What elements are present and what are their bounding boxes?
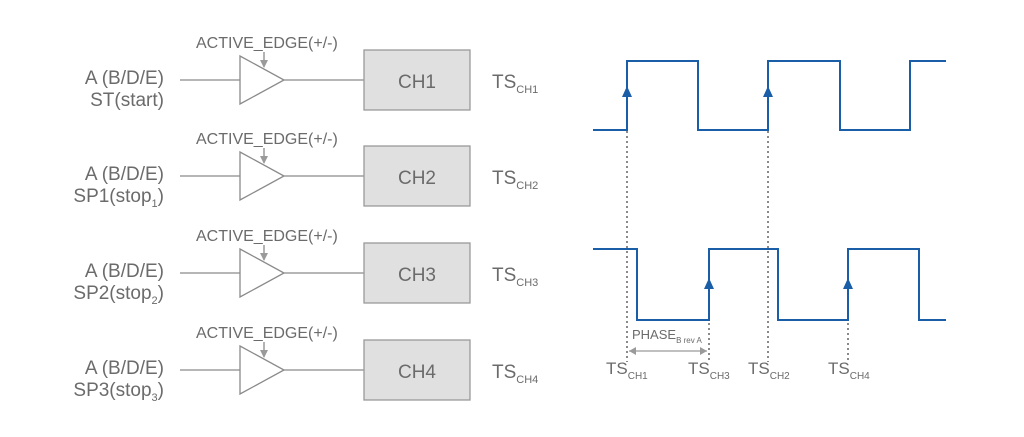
channel-block — [363, 49, 471, 111]
buffer-triangle-icon — [239, 247, 286, 299]
channel-block — [363, 242, 471, 304]
buffer-triangle-icon — [239, 344, 286, 396]
channel-2: A (B/D/E) SP1(stop1) ACTIVE_EDGE(+/-) CH… — [73, 131, 538, 210]
timing-waveforms: PHASEB rev A TSCH1 TSCH3 TSCH2 TSCH4 — [593, 60, 946, 382]
buffer-triangle-icon — [239, 54, 286, 106]
channel-block-label: CH2 — [398, 168, 436, 189]
channel-source-label: A (B/D/E) — [85, 68, 164, 89]
phase-label: PHASEB rev A — [632, 327, 703, 345]
channel-source-label: A (B/D/E) — [85, 261, 164, 282]
channel-block-label: CH4 — [398, 362, 436, 383]
timestamp-label: TSCH2 — [492, 168, 538, 192]
edge-arrow-icon — [763, 86, 773, 97]
channel-signal-label: SP2(stop2) — [73, 283, 164, 307]
edge-arrow-icon — [704, 278, 714, 289]
channel-source-label: A (B/D/E) — [85, 358, 164, 379]
phase-arrow-left-icon — [629, 347, 636, 355]
channel-3: A (B/D/E) SP2(stop2) ACTIVE_EDGE(+/-) CH… — [73, 228, 538, 307]
edge-arrow-icon — [622, 86, 632, 97]
waveform-b — [593, 248, 946, 321]
channel-1: A (B/D/E) ST(start) ACTIVE_EDGE(+/-) CH1… — [85, 35, 538, 111]
ts-marker-label: TSCH2 — [748, 359, 790, 382]
channel-signal-label: SP3(stop3) — [73, 380, 164, 404]
timestamp-label: TSCH3 — [492, 265, 538, 289]
channel-block — [363, 145, 471, 207]
channel-block — [363, 339, 471, 401]
channel-source-label: A (B/D/E) — [85, 164, 164, 185]
ts-marker-label: TSCH3 — [688, 359, 730, 382]
ts-marker-label: TSCH1 — [606, 359, 648, 382]
channel-block-label: CH1 — [398, 72, 436, 93]
active-edge-label: ACTIVE_EDGE(+/-) — [196, 228, 338, 245]
active-edge-label: ACTIVE_EDGE(+/-) — [196, 325, 338, 342]
channel-4: A (B/D/E) SP3(stop3) ACTIVE_EDGE(+/-) CH… — [73, 325, 538, 404]
edge-arrow-icon — [843, 278, 853, 289]
channel-signal-label: SP1(stop1) — [73, 186, 164, 210]
timestamp-label: TSCH1 — [492, 72, 538, 96]
channel-signal-label: ST(start) — [90, 90, 164, 111]
buffer-triangle-icon — [239, 150, 286, 202]
phase-arrow-right-icon — [700, 347, 707, 355]
channel-block-label: CH3 — [398, 265, 436, 286]
timestamp-label: TSCH4 — [492, 362, 538, 386]
active-edge-label: ACTIVE_EDGE(+/-) — [196, 131, 338, 148]
active-edge-label: ACTIVE_EDGE(+/-) — [196, 35, 338, 52]
ts-marker-label: TSCH4 — [828, 359, 870, 382]
